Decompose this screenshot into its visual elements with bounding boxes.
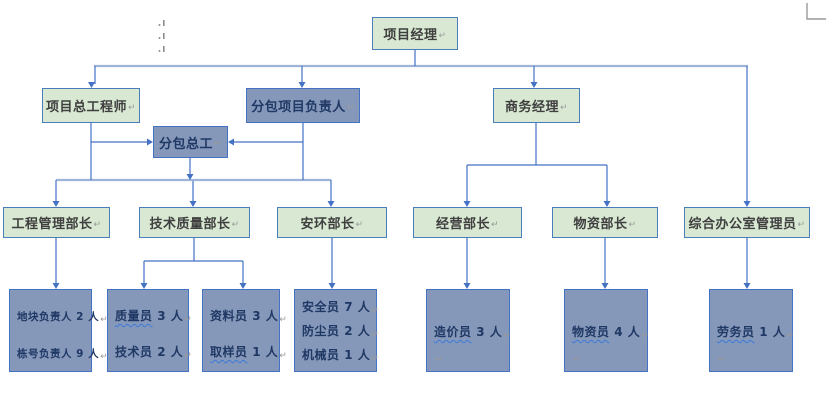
node-material-head[interactable]: 物资部长↵ [552, 207, 658, 238]
staff-line: 质量员 3 人↵ [115, 309, 193, 325]
node-eng-mgmt-head[interactable]: 工程管理部长↵ [3, 207, 110, 238]
paragraph-mark: ↵ [346, 102, 355, 113]
node-chief-engineer[interactable]: 项目总工程师↵ [42, 88, 140, 123]
staff-box-plot[interactable]: 地块负责人 2 人↵ 栋号负责人 9 人↵ [9, 289, 109, 372]
staff-line: 物资员 4 人↵ [572, 325, 650, 341]
paragraph-mark: ↵ [641, 331, 650, 341]
paragraph-mark: ↵ [718, 355, 727, 365]
paragraph-mark: ↵ [231, 219, 240, 230]
paragraph-mark: ↵ [559, 102, 569, 113]
node-operation-head[interactable]: 经营部长↵ [413, 207, 522, 238]
staff-box-cost[interactable]: 造价员 3 人↵ ↵ [426, 289, 512, 372]
staff-box-safety[interactable]: 安全员 7 人↵ 防尘员 2 人↵ 机械员 1 人↵ [294, 289, 380, 372]
node-tech-quality-head[interactable]: 技术质量部长↵ [139, 207, 250, 238]
paragraph-mark: ↵ [371, 354, 380, 364]
staff-line: 机械员 1 人↵ [302, 348, 380, 364]
connector-rails [56, 64, 748, 182]
paragraph-mark: ↵ [213, 139, 223, 149]
node-label: 安环部长 [300, 217, 355, 232]
staff-line-empty: ↵ [434, 346, 509, 368]
node-label: 工程管理部长 [11, 217, 93, 232]
node-label: 商务经理 [504, 100, 559, 115]
staff-line-empty: ↵ [717, 346, 792, 368]
node-label: 物资部长 [573, 217, 628, 232]
paragraph-mark: ↵ [786, 331, 795, 341]
paragraph-mark: ↵ [628, 219, 637, 230]
staff-line: 地块负责人 2 人↵ [17, 311, 109, 325]
paragraph-mark: ↵ [503, 331, 512, 341]
staff-line: 技术员 2 人↵ [115, 345, 193, 361]
paragraph-mark: ↵ [184, 315, 193, 325]
paragraph-mark: ↵ [438, 30, 447, 41]
node-label: 综合办公室管理员 [688, 217, 797, 232]
node-project-manager[interactable]: 项目经理↵ [372, 17, 458, 50]
paragraph-mark: ↵ [127, 102, 137, 113]
paragraph-marks [158, 20, 165, 52]
paragraph-mark: ↵ [573, 355, 582, 365]
staff-line: 劳务员 1 人↵ [717, 325, 795, 341]
staff-box-labor[interactable]: 劳务员 1 人↵ ↵ [709, 289, 795, 372]
paragraph-mark: ↵ [371, 330, 380, 340]
paragraph-mark: ↵ [371, 306, 380, 316]
paragraph-mark: ↵ [435, 355, 444, 365]
node-label: 分包项目负责人 [251, 100, 346, 115]
staff-line: 栋号负责人 9 人↵ [17, 348, 109, 362]
staff-line: 防尘员 2 人↵ [302, 324, 380, 340]
node-label: 项目总工程师 [45, 100, 127, 115]
node-label: 技术质量部长 [149, 217, 231, 232]
paragraph-mark: ↵ [279, 351, 288, 361]
node-label: 分包总工 [158, 136, 213, 152]
paragraph-mark: ↵ [797, 219, 806, 230]
staff-box-quality[interactable]: 质量员 3 人↵ 技术员 2 人↵ [107, 289, 193, 372]
paragraph-mark: ↵ [184, 351, 193, 361]
connector-arrowheads [52, 82, 751, 289]
node-label: 项目经理 [383, 28, 438, 43]
node-subcontract-pm[interactable]: 分包项目负责人↵ [246, 88, 360, 123]
paragraph-mark: ↵ [279, 315, 288, 325]
staff-line: 安全员 7 人↵ [302, 300, 380, 316]
paragraph-mark: ↵ [100, 352, 109, 362]
paragraph-mark: ↵ [93, 219, 102, 230]
staff-line: 资料员 3 人↵ [210, 309, 288, 325]
connector-segments [55, 50, 748, 284]
node-label: 经营部长 [435, 217, 490, 232]
node-office-admin[interactable]: 综合办公室管理员↵ [684, 207, 810, 238]
staff-line: 造价员 3 人↵ [434, 325, 512, 341]
staff-line: 取样员 1 人↵ [210, 345, 288, 361]
paragraph-mark: ↵ [490, 219, 500, 230]
staff-line-empty: ↵ [572, 346, 647, 368]
staff-box-material[interactable]: 物资员 4 人↵ ↵ [564, 289, 650, 372]
node-business-manager[interactable]: 商务经理↵ [493, 88, 580, 123]
node-subcontract-chief[interactable]: 分包总工↵ [153, 126, 228, 158]
node-safety-env-head[interactable]: 安环部长↵ [277, 207, 387, 238]
page-corner-mark [806, 3, 826, 20]
paragraph-mark: ↵ [100, 315, 109, 325]
staff-box-documents[interactable]: 资料员 3 人↵ 取样员 1 人↵ [202, 289, 288, 372]
paragraph-mark: ↵ [355, 219, 364, 230]
